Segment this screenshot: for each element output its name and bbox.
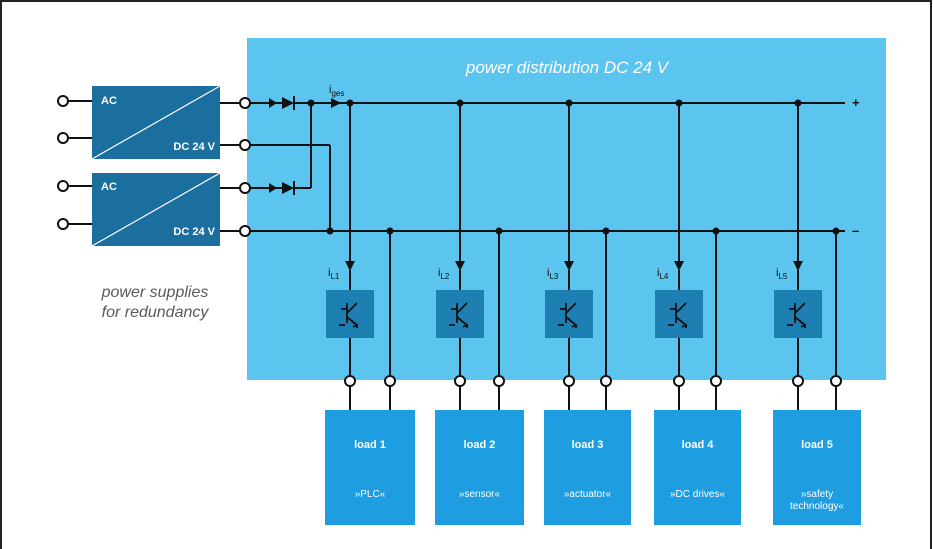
electronic-switch-1	[326, 290, 374, 338]
ac-terminal	[57, 180, 69, 192]
electronic-switch-5	[774, 290, 822, 338]
return-terminal-1	[384, 375, 396, 387]
channel-current-label-4: iL4	[657, 267, 669, 281]
output-terminal-5	[792, 375, 804, 387]
return-terminal-2	[493, 375, 505, 387]
supply-2-output-label: DC 24 V	[173, 226, 215, 238]
ac-terminal	[57, 132, 69, 144]
electronic-switch-4	[655, 290, 703, 338]
channel-current-arrow-3	[564, 261, 574, 271]
total-current-label: iges	[329, 84, 344, 98]
load-title-2: load 2	[464, 439, 496, 451]
supply-caption-line-1: power supplies	[101, 284, 209, 301]
power-supply-1: AC DC 24 V	[91, 85, 221, 160]
return-terminal-4	[710, 375, 722, 387]
supply-caption-line-2: for redundancy	[102, 304, 210, 321]
load-box-1	[325, 410, 415, 525]
return-terminal-3	[600, 375, 612, 387]
electronic-switch-2	[436, 290, 484, 338]
electronic-switch-3	[545, 290, 593, 338]
load-box-4	[654, 410, 741, 525]
load-title-4: load 4	[682, 439, 715, 451]
distribution-title: power distribution DC 24 V	[465, 58, 670, 77]
supply-2-diagonal	[91, 172, 221, 247]
channel-current-label-1: iL1	[328, 267, 340, 281]
channel-current-arrow-5	[793, 261, 803, 271]
return-terminal-5	[830, 375, 842, 387]
positive-rail-label: +	[852, 95, 860, 110]
load-title-1: load 1	[354, 439, 386, 451]
switch-icon	[668, 302, 688, 328]
load-description-5: technology«	[790, 501, 844, 512]
channel-current-arrow-4	[674, 261, 684, 271]
load-box-2	[435, 410, 524, 525]
output-terminal-4	[673, 375, 685, 387]
supply-2-input-label: AC	[101, 181, 117, 193]
total-current-arrow	[331, 98, 341, 108]
supply-terminal	[239, 139, 251, 151]
load-box-3	[544, 410, 631, 525]
load-title-3: load 3	[572, 439, 604, 451]
load-description-4: »DC drives«	[670, 489, 725, 500]
load-description-3: »actuator«	[564, 489, 612, 500]
channel-current-label-5: iL5	[776, 267, 788, 281]
channel-current-arrow-1	[345, 261, 355, 271]
switch-icon	[449, 302, 469, 328]
channel-current-label-3: iL3	[547, 267, 559, 281]
load-description-2: »sensor«	[459, 489, 501, 500]
ac-terminal	[57, 218, 69, 230]
supply-1-output-label: DC 24 V	[173, 141, 215, 153]
negative-rail-label: –	[852, 223, 859, 238]
supply-1-diagonal	[91, 85, 221, 160]
load-description-1: »PLC«	[355, 489, 386, 500]
switch-icon	[558, 302, 578, 328]
output-terminal-1	[344, 375, 356, 387]
channel-current-label-2: iL2	[438, 267, 450, 281]
output-channels: iL1 load 1 »PLC« iL2 load 2 »sensor« iL3 load 3…	[325, 99, 861, 525]
supply-terminal	[239, 97, 251, 109]
ac-terminal	[57, 95, 69, 107]
output-terminal-2	[454, 375, 466, 387]
output-terminal-3	[563, 375, 575, 387]
switch-icon	[787, 302, 807, 328]
power-supply-2: AC DC 24 V	[91, 172, 221, 247]
load-title-5: load 5	[801, 439, 833, 451]
load-description-5: »safety	[801, 489, 833, 500]
supply-1-input-label: AC	[101, 95, 117, 107]
load-box-5	[773, 410, 861, 525]
supply-terminal	[239, 182, 251, 194]
ac-input-wires	[57, 95, 92, 230]
switch-icon	[339, 302, 359, 328]
channel-current-arrow-2	[455, 261, 465, 271]
supply-terminal	[239, 225, 251, 237]
